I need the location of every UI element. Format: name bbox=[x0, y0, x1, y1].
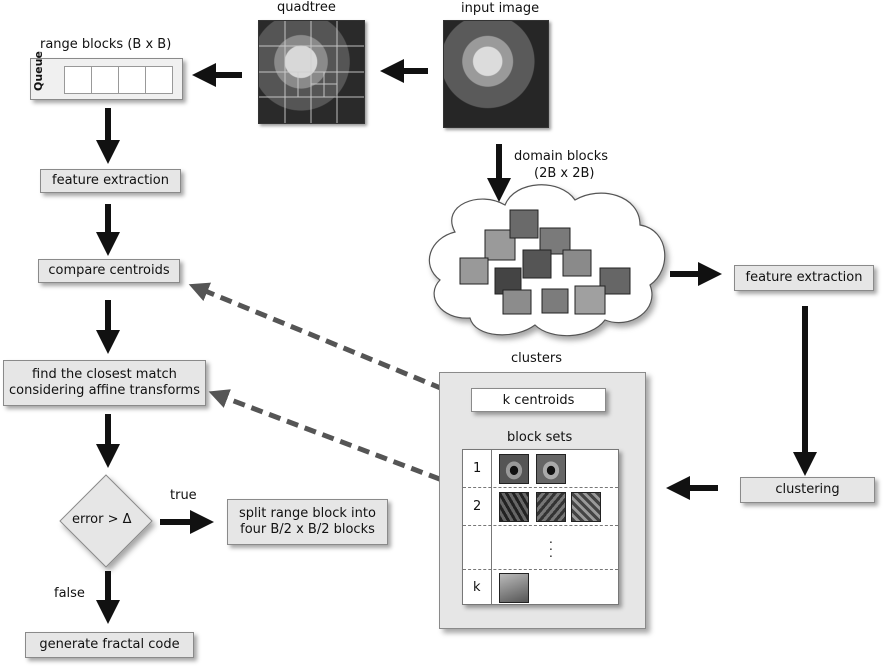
row-index: k bbox=[473, 580, 481, 595]
queue-cell bbox=[92, 66, 119, 94]
eye-thumb bbox=[536, 454, 566, 484]
input-image bbox=[443, 20, 549, 128]
queue-cell bbox=[64, 66, 92, 94]
vertical-ellipsis: ... bbox=[549, 532, 553, 560]
false-label: false bbox=[54, 586, 85, 601]
quadtree-label: quadtree bbox=[277, 0, 336, 15]
table-row-2: 2 bbox=[463, 488, 618, 526]
feature-extraction-right: feature extraction bbox=[734, 265, 874, 291]
table-row-k: k bbox=[463, 570, 618, 604]
queue-cell bbox=[119, 66, 146, 94]
clustering: clustering bbox=[740, 477, 875, 503]
row-index: 2 bbox=[473, 499, 482, 514]
clusters-label: clusters bbox=[511, 351, 562, 366]
block-sets-label: block sets bbox=[507, 430, 573, 445]
true-label: true bbox=[170, 488, 197, 503]
face-thumb bbox=[499, 573, 529, 603]
block-sets-table: 1 2 ... k bbox=[462, 449, 619, 605]
error-decision-label: error > Δ bbox=[72, 512, 132, 527]
generate-fractal-code: generate fractal code bbox=[25, 632, 194, 658]
domain-blocks-label-2: (2B x 2B) bbox=[534, 166, 595, 181]
row-index: 1 bbox=[473, 461, 482, 476]
eye-thumb bbox=[499, 454, 529, 484]
table-row-1: 1 bbox=[463, 450, 618, 488]
split-line2: four B/2 x B/2 blocks bbox=[240, 522, 375, 537]
feature-extraction-left: feature extraction bbox=[40, 169, 181, 193]
closest-match-line2: considering affine transforms bbox=[9, 383, 200, 398]
texture-thumb bbox=[571, 492, 601, 522]
table-row-ellipsis: ... bbox=[463, 526, 618, 570]
find-closest-match: find the closest match considering affin… bbox=[3, 360, 206, 406]
k-centroids-box: k centroids bbox=[471, 388, 606, 412]
texture-thumb bbox=[536, 492, 566, 522]
split-line1: split range block into bbox=[239, 506, 376, 521]
closest-match-line1: find the closest match bbox=[32, 367, 177, 382]
block-set-divider bbox=[491, 450, 492, 604]
texture-thumb bbox=[499, 492, 529, 522]
quadtree-image bbox=[258, 20, 365, 124]
queue: Queue bbox=[30, 51, 183, 100]
queue-cells bbox=[64, 66, 173, 94]
compare-centroids: compare centroids bbox=[38, 259, 180, 283]
split-range-block: split range block into four B/2 x B/2 bl… bbox=[227, 499, 388, 545]
range-blocks-label: range blocks (B x B) bbox=[40, 37, 172, 52]
queue-cell bbox=[146, 66, 173, 94]
input-image-label: input image bbox=[461, 1, 540, 16]
domain-blocks-label-1: domain blocks bbox=[514, 149, 609, 164]
